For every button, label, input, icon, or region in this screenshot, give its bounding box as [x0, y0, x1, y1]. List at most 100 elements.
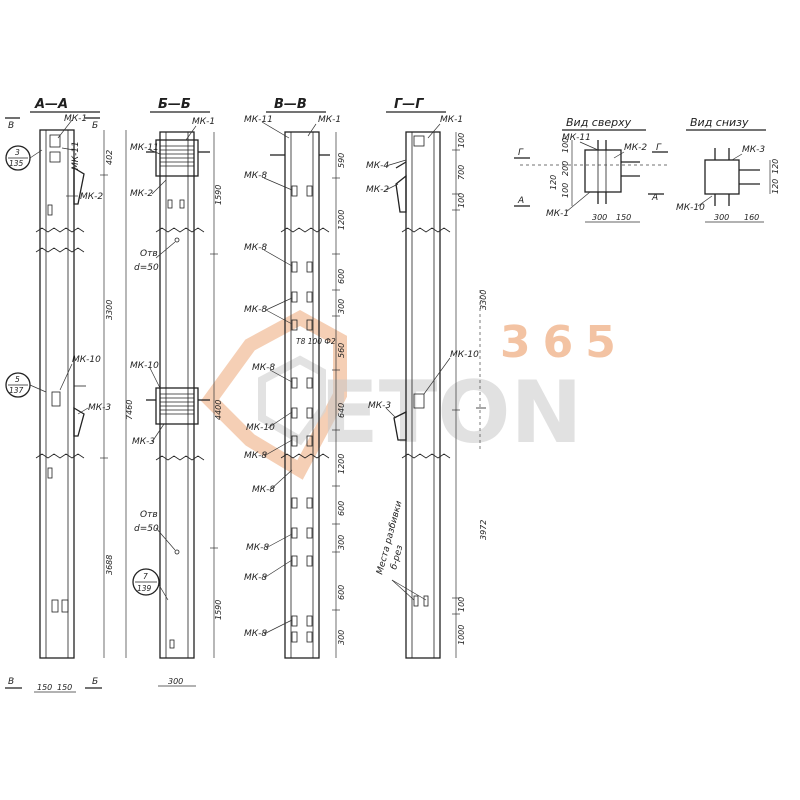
- aa-ref-2-den: 137: [9, 386, 24, 395]
- gg-dim-3972: 3972: [479, 520, 488, 540]
- view-top-marker-4: А: [651, 193, 658, 203]
- vv-label-mk8-2: МК-8: [244, 243, 267, 253]
- view-bottom-label-mk3: МК-3: [742, 145, 765, 155]
- aa-dim-7460: 7460: [125, 400, 134, 420]
- vv-dim-1200-a: 1200: [337, 210, 346, 230]
- bb-label-mk1: МК-1: [192, 117, 215, 127]
- bb-label-mk2: МК-2: [130, 189, 153, 199]
- aa-label-mk3: МК-3: [88, 403, 111, 413]
- aa-dim-402: 402: [105, 150, 114, 165]
- view-bottom-plan: [704, 159, 740, 195]
- view-top-dim-300: 300: [592, 213, 607, 222]
- bb-dim-300: 300: [168, 677, 183, 686]
- watermark-text: ЕТОN: [320, 363, 583, 463]
- column-vv-body: [284, 131, 320, 659]
- watermark: 365 ЕТОN: [200, 310, 628, 480]
- section-vv-title: В—В: [274, 97, 307, 112]
- watermark-numbers: 365: [500, 317, 628, 368]
- aa-dim-150-b: 150: [57, 683, 72, 692]
- bb-label-mk10: МК-10: [130, 361, 159, 371]
- aa-label-mk10: МК-10: [72, 355, 101, 365]
- bb-hole-1-line2: d=50: [134, 263, 159, 273]
- aa-dim-3688: 3688: [105, 555, 114, 575]
- vv-label-mk8-5: МК-8: [244, 451, 267, 461]
- gg-dim-3300: 3300: [479, 290, 488, 310]
- vv-dim-600-c: 600: [337, 585, 346, 600]
- bb-mid-insert: [155, 387, 199, 425]
- view-top-plan: [584, 149, 622, 193]
- vv-label-mk8-1: МК-8: [244, 171, 267, 181]
- vv-dim-600-a: 600: [337, 269, 346, 284]
- gg-label-mk10: МК-10: [450, 350, 479, 360]
- bb-label-mk11: МК-11: [130, 143, 159, 153]
- bb-ref-num: 7: [143, 572, 148, 581]
- section-bb-title: Б—Б: [158, 97, 191, 112]
- view-top-dim-120: 120: [549, 175, 558, 190]
- bb-hole-1: [174, 237, 180, 243]
- view-top-label-mk1: МК-1: [546, 209, 569, 219]
- vv-dim-590: 590: [337, 153, 346, 168]
- aa-ref-1-num: 3: [15, 148, 20, 157]
- vv-dim-300-a: 300: [337, 299, 346, 314]
- view-top-marker-2: Г: [656, 143, 662, 153]
- section-bb: Б—Б МК-1 МК-11: [130, 97, 223, 687]
- vv-dim-300-c: 300: [337, 630, 346, 645]
- gg-dim-1000: 1000: [457, 625, 466, 645]
- view-top: Вид сверху Г Г А А МК-11 МК-2 МК-1 100 2…: [514, 116, 670, 223]
- view-top-dim-100-b: 100: [561, 183, 570, 198]
- section-aa-title: А—А: [34, 97, 68, 112]
- vv-label-mk8-4: МК-8: [252, 363, 275, 373]
- bb-dim-1590-top: 1590: [214, 185, 223, 205]
- gg-dim-700: 700: [457, 165, 466, 180]
- aa-label-mk1: МК-1: [64, 114, 87, 124]
- view-top-label-mk2: МК-2: [624, 143, 647, 153]
- view-top-dim-150: 150: [616, 213, 631, 222]
- gg-dim-100-c: 100: [457, 597, 466, 612]
- view-top-dim-200: 200: [561, 161, 570, 176]
- gg-dim-100-a: 100: [457, 133, 466, 148]
- vv-label-mk8-7: МК-8: [246, 543, 269, 553]
- aa-dim-3300: 3300: [105, 300, 114, 320]
- view-top-title: Вид сверху: [566, 116, 632, 129]
- section-gg-title: Г—Г: [394, 97, 424, 112]
- aa-label-mk2: МК-2: [80, 192, 103, 202]
- bb-hole-2-line1: Отв: [140, 510, 158, 520]
- gg-label-mk3: МК-3: [368, 401, 391, 411]
- aa-bottom-marker-right: Б: [92, 677, 98, 687]
- column-bb-body: [159, 131, 195, 659]
- gg-label-mk1: МК-1: [440, 115, 463, 125]
- vv-label-mk8-8: МК-8: [244, 573, 267, 583]
- vv-plates: [291, 185, 313, 643]
- view-top-marker-3: А: [517, 196, 524, 206]
- aa-marker-left: В: [8, 121, 14, 131]
- bb-ref-circle: [132, 568, 160, 596]
- vv-label-mk10: МК-10: [246, 423, 275, 433]
- vv-label-mk11: МК-11: [244, 115, 273, 125]
- aa-marker-right: Б: [92, 121, 98, 131]
- view-bottom-dim-120-b: 120: [771, 179, 780, 194]
- view-bottom-dim-300: 300: [714, 213, 729, 222]
- column-gg-body: [405, 131, 441, 659]
- view-bottom-title: Вид снизу: [690, 116, 749, 129]
- gg-label-mk2: МК-2: [366, 185, 389, 195]
- bb-hole-2: [174, 549, 180, 555]
- bb-dim-1590-bottom: 1590: [214, 600, 223, 620]
- bb-hole-2-line2: d=50: [134, 524, 159, 534]
- aa-dim-150-a: 150: [37, 683, 52, 692]
- bb-label-mk3: МК-3: [132, 437, 155, 447]
- aa-bottom-marker-left: В: [8, 677, 14, 687]
- vv-note: Т8 100 Ф2: [296, 337, 336, 346]
- view-bottom-label-mk10: МК-10: [676, 203, 705, 213]
- bb-dim-4400: 4400: [214, 400, 223, 420]
- aa-ref-1-den: 135: [9, 159, 24, 168]
- column-aa-body: [39, 129, 75, 659]
- view-bottom: Вид снизу МК-3 МК-10 300 160 120 120: [676, 116, 780, 223]
- watermark-logo-inner: [258, 355, 326, 446]
- bb-top-insert: [155, 139, 199, 177]
- vv-label-mk8-6: МК-8: [252, 485, 275, 495]
- vv-dim-300-b: 300: [337, 535, 346, 550]
- vv-label-mk8-3: МК-8: [244, 305, 267, 315]
- view-top-label-mk11: МК-11: [562, 133, 591, 143]
- gg-label-mk4: МК-4: [366, 161, 389, 171]
- view-bottom-dim-120-a: 120: [771, 159, 780, 174]
